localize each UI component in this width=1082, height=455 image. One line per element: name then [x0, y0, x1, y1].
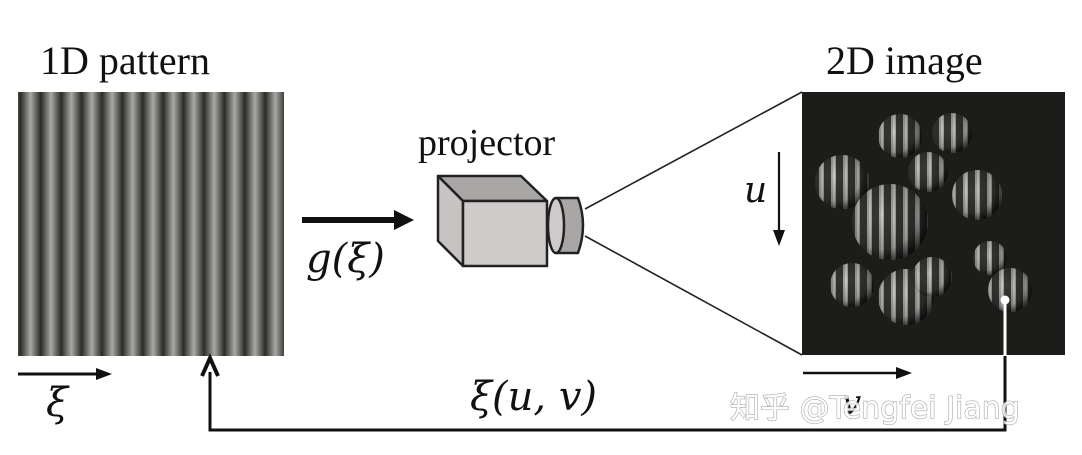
feedback-path [200, 295, 1010, 432]
pattern-to-projector-arrow [302, 210, 414, 230]
fringe-sphere [952, 170, 1002, 220]
u-axis-arrow [773, 152, 785, 246]
fringe-sphere [932, 113, 972, 153]
xi-axis-arrow [18, 368, 112, 380]
mapping-label: ξ(u, v) [470, 374, 597, 420]
fringe-pattern-image [18, 92, 284, 356]
v-axis-label: v [842, 383, 861, 423]
fringe-sphere [912, 257, 952, 297]
xi-axis-label: ξ [46, 380, 70, 426]
g-function-label: g(ξ) [306, 236, 385, 282]
title-2d-image: 2D image [826, 38, 983, 83]
fringe-sphere [878, 114, 922, 158]
projection-beam [584, 91, 803, 356]
title-1d-pattern: 1D pattern [40, 38, 210, 83]
fringe-sphere [908, 152, 948, 192]
watermark: 知乎 @Tengfei Jiang [730, 391, 1020, 426]
fringe-sphere [830, 263, 874, 307]
captured-2d-image [802, 92, 1065, 355]
fringe-sphere [852, 184, 928, 260]
projector-icon [436, 174, 585, 268]
u-axis-label: u [744, 170, 767, 211]
fringe-sphere [973, 241, 1007, 275]
v-axis-arrow [803, 367, 912, 379]
projector-label: projector [418, 122, 556, 164]
fringe-sphere [815, 155, 869, 209]
fringe-sphere [988, 268, 1032, 312]
